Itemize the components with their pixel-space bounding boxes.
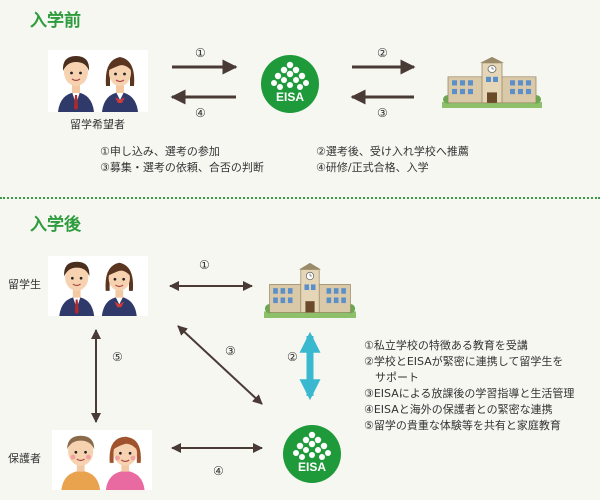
after-note-5: ⑤留学の貴重な体験等を共有と家庭教育 — [364, 419, 561, 432]
exchange-students-illustration — [48, 256, 148, 316]
after-notes: ①私立学校の特徴ある教育を受講 ②学校とEISAが緊密に連携して留学生を サポー… — [364, 338, 574, 434]
before-arrows — [170, 59, 416, 105]
students-illustration — [48, 50, 148, 112]
after-arrows — [91, 281, 321, 453]
after-note-1: ①私立学校の特徴ある教育を受講 — [364, 339, 528, 352]
before-step-3: ③ — [377, 106, 388, 120]
before-step-2: ② — [377, 46, 388, 60]
after-note-2-cont: サポート — [364, 371, 419, 384]
students-label: 留学希望者 — [70, 118, 125, 131]
before-note-2: ②選考後、受け入れ学校へ推薦 — [316, 145, 469, 158]
exchange-students-label: 留学生 — [8, 278, 41, 291]
eisa-logo: EISA — [260, 54, 320, 114]
eisa-logo-text: EISA — [275, 90, 304, 104]
before-note-4: ④研修/正式合格、入学 — [316, 161, 429, 174]
before-step-1: ① — [195, 46, 206, 60]
after-step-5: ⑤ — [112, 350, 123, 364]
after-note-4: ④EISAと海外の保護者との緊密な連携 — [364, 403, 553, 416]
after-step-4: ④ — [213, 464, 224, 478]
arrow-students-eisa — [177, 325, 263, 405]
section-divider — [0, 197, 600, 199]
after-note-2: ②学校とEISAが緊密に連携して留学生を — [364, 355, 564, 368]
before-note-3: ③募集・選考の依頼、合否の判断 — [100, 161, 264, 174]
before-step-4: ④ — [195, 106, 206, 120]
before-notes-left: ①申し込み、選考の参加 ③募集・選考の依頼、合否の判断 — [100, 144, 264, 176]
eisa-logo-text-after: EISA — [297, 460, 326, 474]
after-step-2: ② — [287, 350, 298, 364]
eisa-logo-after: EISA — [282, 424, 342, 484]
before-heading: 入学前 — [30, 11, 81, 31]
guardians-label: 保護者 — [8, 452, 41, 465]
after-heading: 入学後 — [30, 215, 81, 235]
parents-illustration — [52, 430, 152, 490]
before-note-1: ①申し込み、選考の参加 — [100, 145, 220, 158]
before-notes-right: ②選考後、受け入れ学校へ推薦 ④研修/正式合格、入学 — [316, 144, 469, 176]
after-note-3: ③EISAによる放課後の学習指導と生活管理 — [364, 387, 575, 400]
after-step-3: ③ — [225, 344, 236, 358]
after-step-1: ① — [199, 258, 210, 272]
